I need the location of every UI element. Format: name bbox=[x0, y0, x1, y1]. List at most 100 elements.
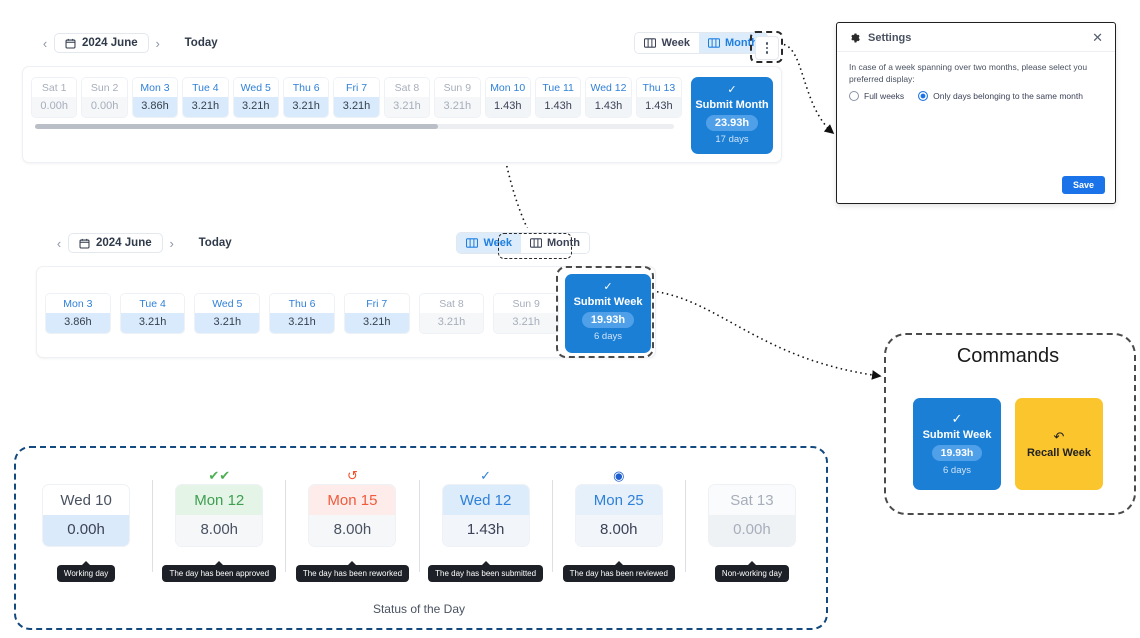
horizontal-scrollbar[interactable] bbox=[35, 124, 674, 129]
week-day-label: Fri 7 bbox=[344, 293, 409, 313]
kebab-menu-button[interactable] bbox=[755, 36, 779, 60]
command-icon-0: ✓ bbox=[951, 411, 963, 426]
month-day-label: Wed 5 bbox=[233, 78, 278, 97]
radio-option-1[interactable] bbox=[918, 90, 929, 101]
week-month-selector[interactable]: 2024 June bbox=[68, 233, 163, 253]
status-day-hours: 0.00h bbox=[43, 515, 130, 546]
submit-month-label: Submit Month bbox=[695, 99, 769, 111]
submit-week-card[interactable]: ✓ Submit Week 19.93h 6 days bbox=[565, 274, 651, 353]
settings-options-row: Full weeks Only days belonging to the sam… bbox=[849, 90, 1103, 101]
status-tooltip: The day has been reviewed bbox=[562, 565, 675, 582]
close-icon[interactable]: ✕ bbox=[1092, 30, 1103, 45]
week-day-hours: 3.21h bbox=[494, 312, 559, 333]
radio-option-label-0[interactable]: Full weeks bbox=[864, 90, 905, 101]
status-day-label: Mon 25 bbox=[575, 485, 662, 515]
month-day-hours: 3.21h bbox=[384, 97, 430, 117]
month-grid-icon bbox=[708, 38, 721, 48]
command-days-0: 6 days bbox=[943, 465, 971, 476]
submit-week-label: Submit Week bbox=[573, 296, 643, 308]
radio-option-label-1[interactable]: Only days belonging to the same month bbox=[933, 90, 1083, 101]
next-week-button[interactable]: › bbox=[169, 235, 174, 251]
status-day-hours: 1.43h bbox=[442, 515, 529, 546]
week-timesheet-panel: ‹ 2024 June › Today Week bbox=[36, 228, 656, 358]
month-selector[interactable]: 2024 June bbox=[54, 33, 149, 53]
month-day-hours: 1.43h bbox=[485, 97, 530, 117]
month-day-label: Thu 6 bbox=[283, 78, 329, 97]
month-day-label: Mon 3 bbox=[132, 78, 178, 97]
command-card-recall-week[interactable]: ↶ Recall Week bbox=[1015, 398, 1103, 490]
status-day-hours: 8.00h bbox=[575, 515, 662, 546]
status-of-day-caption: Status of the Day bbox=[372, 602, 466, 616]
today-button[interactable]: Today bbox=[184, 37, 218, 49]
radio-option-0[interactable] bbox=[849, 90, 859, 101]
week-today-button[interactable]: Today bbox=[198, 237, 232, 249]
settings-dialog: Settings ✕ In case of a week spanning ov… bbox=[836, 22, 1116, 204]
status-day-hours: 8.00h bbox=[309, 515, 396, 546]
submit-month-card[interactable]: ✓ Submit Month 23.93h 17 days bbox=[691, 77, 773, 154]
week-day-label: Sun 9 bbox=[494, 293, 559, 313]
kebab-dot-2 bbox=[765, 46, 769, 50]
month-day-label: Sat 1 bbox=[32, 78, 77, 97]
prev-month-button[interactable]: ‹ bbox=[42, 35, 48, 51]
scrollbar-thumb[interactable] bbox=[35, 124, 438, 129]
kebab-dot-3 bbox=[765, 51, 769, 54]
month-day-label: Wed 12 bbox=[586, 78, 631, 97]
status-divider bbox=[684, 480, 686, 572]
next-month-button[interactable]: › bbox=[155, 35, 160, 51]
week-day-hours: 3.21h bbox=[419, 312, 484, 333]
status-of-day-group bbox=[14, 446, 828, 630]
status-day-label: Wed 10 bbox=[43, 485, 130, 515]
tab-month-label: Month bbox=[725, 37, 758, 49]
month-day-label: Sun 2 bbox=[82, 78, 127, 97]
status-day-label: Wed 12 bbox=[442, 485, 529, 515]
week-day-label: Wed 5 bbox=[195, 293, 260, 313]
settings-dialog-header: Settings ✕ bbox=[837, 23, 1115, 52]
month-day-hours: 3.21h bbox=[334, 97, 379, 117]
month-day-label: Tue 4 bbox=[183, 78, 228, 97]
week-grid-icon bbox=[644, 38, 657, 48]
month-label: 2024 June bbox=[82, 37, 138, 49]
save-button[interactable]: Save bbox=[1061, 176, 1105, 194]
month-day-hours: 0.00h bbox=[32, 97, 77, 117]
prev-week-button[interactable]: ‹ bbox=[56, 235, 62, 251]
tab-week[interactable]: Week bbox=[457, 233, 522, 253]
month-day-hours: 3.21h bbox=[435, 97, 480, 117]
command-label-1: Recall Week bbox=[1026, 446, 1091, 459]
status-divider bbox=[418, 480, 420, 572]
submit-week-highlight bbox=[556, 266, 654, 358]
month-tab-highlight bbox=[498, 233, 572, 259]
command-icon-1: ↶ bbox=[1053, 428, 1065, 444]
tab-week[interactable]: Week bbox=[635, 33, 700, 53]
